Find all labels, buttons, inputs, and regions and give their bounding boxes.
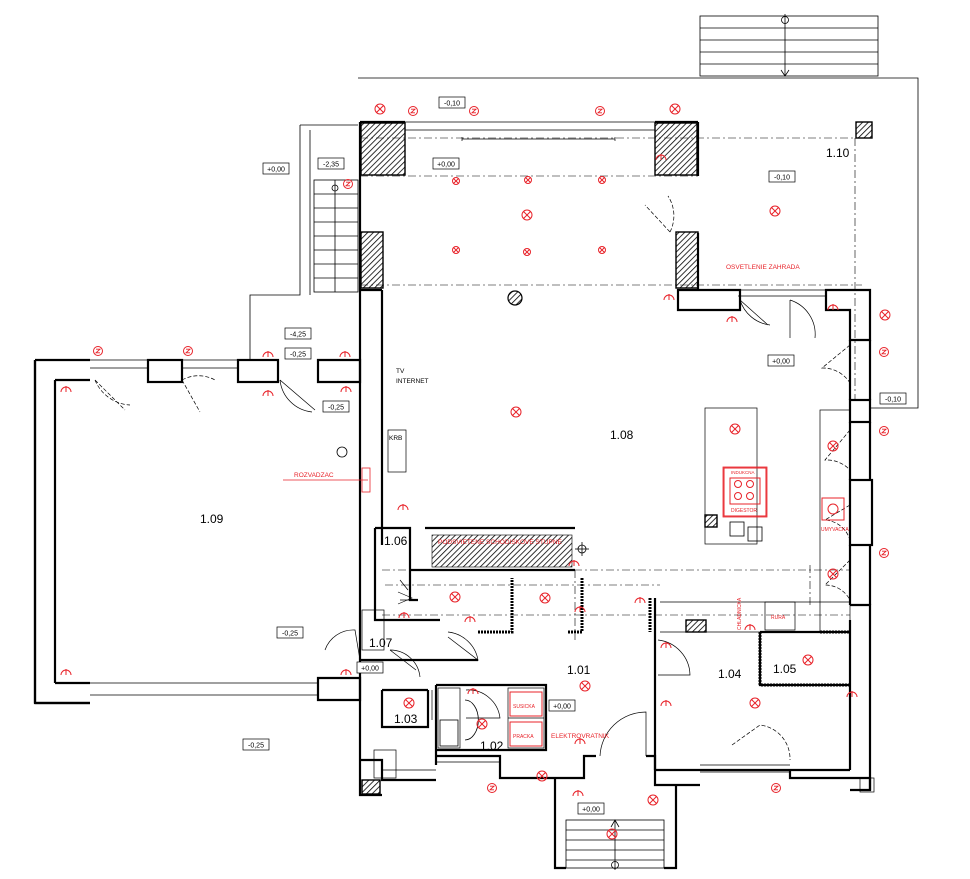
hood-label: DIGESTOR <box>731 508 757 514</box>
dryer-label: SUSICKA <box>513 704 536 710</box>
oven-label: RURA <box>771 615 786 621</box>
fridge-label: CHLADNICKA <box>737 597 743 630</box>
top-stair <box>699 14 879 77</box>
room-1-08: 1.08 <box>610 428 634 442</box>
left-stair <box>313 179 359 293</box>
light-fixture-icon <box>749 697 761 709</box>
level-tag: -0,10 <box>768 170 796 183</box>
svg-text:-2,35: -2,35 <box>323 162 339 169</box>
room-1-01: 1.01 <box>567 663 591 677</box>
light-fixture-icon <box>579 680 591 692</box>
level-tag: -2,35 <box>317 157 345 170</box>
stair-lighting-label: PODSVIETENE SCHODISKOVE STUPNE <box>438 539 563 546</box>
room-1-07: 1.07 <box>369 636 393 650</box>
garden-lighting-label: OSVETLENIE ZAHRADA <box>726 264 800 271</box>
fireplace-label: KRB <box>389 435 402 442</box>
light-fixture-icon <box>539 592 551 604</box>
room-1-04: 1.04 <box>718 667 742 681</box>
kitchen-details <box>509 467 845 747</box>
room-1-10: 1.10 <box>826 146 850 160</box>
svg-text:-0,25: -0,25 <box>282 631 298 638</box>
level-tag: -0,25 <box>276 626 304 639</box>
light-fixture-icon <box>606 828 618 840</box>
hatched-columns <box>360 121 873 795</box>
light-fixture-icon <box>802 654 814 666</box>
annotations: OSVETLENIE ZAHRADA TV INTERNET KRB ROZVA… <box>294 264 849 740</box>
room-1-09: 1.09 <box>200 512 224 526</box>
induction-label: INDUKCNA <box>731 470 755 475</box>
light-fixture-icon <box>510 406 522 418</box>
room-1-05: 1.05 <box>773 662 797 676</box>
svg-text:-0,25: -0,25 <box>290 352 306 359</box>
terrace-outline <box>249 77 919 409</box>
level-tag: +0,00 <box>577 802 605 815</box>
light-fixture-icon <box>536 770 548 782</box>
level-tag: -0,25 <box>242 738 270 751</box>
light-fixture-icon <box>669 103 681 115</box>
bottom-stair <box>565 819 665 870</box>
svg-text:+0,00: +0,00 <box>361 666 379 673</box>
svg-text:-4,25: -4,25 <box>290 332 306 339</box>
internet-label: INTERNET <box>396 378 429 385</box>
svg-text:+0,00: +0,00 <box>582 807 600 814</box>
axis-lines <box>360 137 862 640</box>
dishwasher-label: UMYVACKA <box>821 527 849 533</box>
level-tag: +0,00 <box>356 661 384 674</box>
light-fixture-icon <box>647 794 659 806</box>
doors <box>94 195 851 761</box>
light-fixture-icon <box>827 568 839 580</box>
level-tag: +0,00 <box>262 162 290 175</box>
light-fixture-icon <box>449 591 461 603</box>
pendant-light-icon <box>507 290 523 306</box>
level-markers: -0,10 +0,00 -0,10 -2,35 +0,00 -4,25 -0,2… <box>242 96 907 815</box>
ceiling-lights <box>374 103 891 840</box>
room-1-02: 1.02 <box>480 739 504 753</box>
level-tag: -0,10 <box>438 96 466 109</box>
svg-text:+0,00: +0,00 <box>267 167 285 174</box>
svg-text:+0,00: +0,00 <box>437 162 455 169</box>
switchboard-label: ROZVADZAC <box>294 472 334 479</box>
level-tag: +0,00 <box>767 354 795 367</box>
svg-text:-0,25: -0,25 <box>248 743 264 750</box>
window-marks <box>461 137 871 395</box>
level-tag: +0,00 <box>548 699 576 712</box>
svg-text:-0,10: -0,10 <box>885 397 901 404</box>
light-fixture-icon <box>769 205 781 217</box>
svg-text:+0,00: +0,00 <box>553 704 571 711</box>
stair-markers <box>397 542 589 605</box>
svg-text:-0,10: -0,10 <box>444 101 460 108</box>
room-1-03: 1.03 <box>394 712 418 726</box>
room-labels: 1.10 1.08 1.09 1.06 1.07 1.01 1.04 1.05 … <box>200 146 850 753</box>
recessed-lights <box>452 176 606 256</box>
level-tag: -0,10 <box>879 392 907 405</box>
level-tag: -0,25 <box>322 400 350 413</box>
level-tag: +0,00 <box>432 157 460 170</box>
level-tag: -4,25 <box>284 327 312 340</box>
light-fixture-icon <box>403 697 415 709</box>
leaders <box>283 466 768 518</box>
light-fixture-icon <box>879 309 891 321</box>
light-fixture-icon <box>476 718 488 730</box>
room-1-06: 1.06 <box>384 534 408 548</box>
svg-text:+0,00: +0,00 <box>772 359 790 366</box>
level-tag: -0,25 <box>284 347 312 360</box>
light-fixture-icon <box>729 423 741 435</box>
tv-label: TV <box>396 368 405 375</box>
washer-label: PRACKA <box>513 734 534 740</box>
thin-lines <box>361 407 875 793</box>
switches <box>93 106 889 793</box>
light-fixture-icon <box>521 209 533 221</box>
svg-text:-0,10: -0,10 <box>774 175 790 182</box>
svg-text:-0,25: -0,25 <box>328 405 344 412</box>
light-fixture-icon <box>374 103 386 115</box>
doorphone-label: ELEKTROVRATNIK <box>551 733 610 740</box>
